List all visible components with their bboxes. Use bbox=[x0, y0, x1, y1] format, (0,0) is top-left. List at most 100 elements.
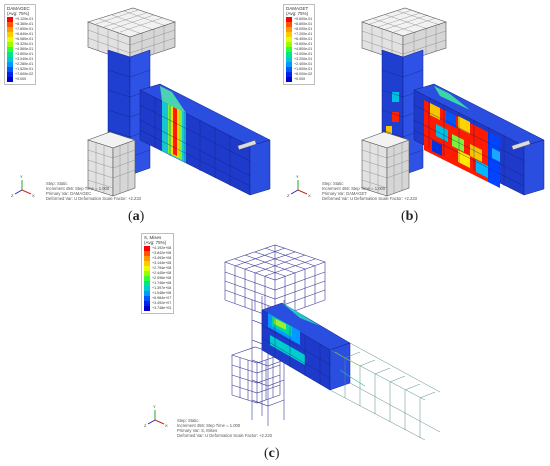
legend-swatch bbox=[144, 306, 150, 311]
info-line: Step: Static bbox=[177, 418, 199, 423]
legend-value: +6.984e+07 bbox=[152, 296, 172, 300]
legend-swatch bbox=[144, 266, 150, 271]
caption-letter: c bbox=[268, 446, 275, 461]
legend-swatch bbox=[286, 77, 292, 82]
legend-swatch bbox=[144, 246, 150, 251]
legend-swatch bbox=[286, 17, 292, 22]
beam-a bbox=[139, 83, 271, 196]
legend-swatch bbox=[7, 17, 13, 22]
contour-legend-a: DAMAGEC (Avg: 75%) +9.120e-01+8.360e-01+… bbox=[4, 4, 37, 85]
legend-swatch bbox=[144, 261, 150, 266]
legend-title-line: S, Mises bbox=[144, 235, 162, 240]
legend-value: +0.000 bbox=[294, 77, 306, 81]
info-line: Increment 456: Step Time = 1.000 bbox=[322, 186, 386, 191]
rebar-cage-top bbox=[224, 244, 326, 319]
legend-value: +8.360e-01 bbox=[15, 22, 34, 26]
legend-swatch bbox=[286, 32, 292, 37]
bottom-block-b bbox=[361, 131, 410, 197]
legend-title-line: (Avg: 75%) bbox=[7, 11, 30, 16]
info-line: Deformed Var: U Deformation Scale Factor… bbox=[322, 196, 417, 201]
beam-b bbox=[413, 83, 545, 196]
legend-swatch bbox=[7, 57, 13, 62]
legend-value: +5.320e-01 bbox=[15, 42, 34, 46]
legend-values-a: +9.120e-01+8.360e-01+7.600e-01+6.840e-01… bbox=[15, 17, 33, 82]
rebar-cage-beam bbox=[329, 342, 441, 441]
legend-swatch bbox=[144, 286, 150, 291]
caption-b: (b) bbox=[401, 209, 419, 224]
legend-swatch bbox=[144, 296, 150, 301]
top-block-b bbox=[361, 7, 447, 63]
caption-c: (c) bbox=[264, 446, 280, 461]
legend-value: +3.493e+08 bbox=[152, 256, 172, 260]
info-line: Primary Var: DAMAGEC bbox=[46, 191, 92, 196]
legend-swatch bbox=[7, 47, 13, 52]
legend-title-a: DAMAGEC (Avg: 75%) bbox=[5, 5, 35, 17]
legend-value: +9.600e-01 bbox=[294, 17, 313, 21]
legend-swatch bbox=[144, 251, 150, 256]
legend-title-line: DAMAGEC bbox=[7, 6, 30, 11]
bottom-block-a bbox=[87, 131, 136, 197]
legend-value: +2.280e-01 bbox=[15, 62, 34, 66]
info-line: Increment 456: Step Time = 1.000 bbox=[46, 186, 110, 191]
axis-label-x: X bbox=[32, 193, 35, 198]
legend-title-line: DAMAGET bbox=[286, 6, 309, 11]
step-info-a: Step: Static Increment 456: Step Time = … bbox=[46, 181, 141, 201]
legend-value: +2.794e+08 bbox=[152, 266, 172, 270]
legend-title-line: (Avg: 75%) bbox=[144, 240, 167, 245]
axis-label-z: Z bbox=[11, 193, 14, 198]
legend-value: +8.000e-01 bbox=[294, 27, 313, 31]
legend-swatch bbox=[286, 42, 292, 47]
legend-value: +7.600e-02 bbox=[15, 72, 34, 76]
legend-value: +3.748e+03 bbox=[152, 306, 172, 310]
axis-label-x: X bbox=[165, 423, 168, 428]
info-line: Step: Static bbox=[322, 181, 344, 186]
legend-swatch bbox=[7, 77, 13, 82]
legend-value: +5.600e-01 bbox=[294, 42, 313, 46]
legend-swatch bbox=[286, 37, 292, 42]
legend-swatch bbox=[144, 301, 150, 306]
legend-value: +7.600e-01 bbox=[15, 27, 34, 31]
legend-value: +3.492e+07 bbox=[152, 301, 172, 305]
legend-value: +2.096e+08 bbox=[152, 276, 172, 280]
legend-swatch bbox=[286, 52, 292, 57]
info-line: Step: Static bbox=[46, 181, 68, 186]
legend-swatch bbox=[144, 291, 150, 296]
axis-label-y: Y bbox=[153, 404, 156, 409]
legend-swatch bbox=[7, 52, 13, 57]
legend-swatch bbox=[144, 281, 150, 286]
caption-letter: a bbox=[132, 209, 140, 224]
step-info-b: Step: Static Increment 456: Step Time = … bbox=[322, 181, 417, 201]
legend-value: +8.000e-02 bbox=[294, 72, 313, 76]
beam-c bbox=[261, 302, 351, 391]
legend-swatches-c bbox=[144, 246, 150, 311]
legend-value: +1.746e+08 bbox=[152, 281, 172, 285]
legend-swatch bbox=[7, 32, 13, 37]
contour-legend-b: DAMAGET (Avg: 75%) +9.600e-01+8.800e-01+… bbox=[283, 4, 316, 85]
legend-value: +1.048e+08 bbox=[152, 291, 172, 295]
legend-value: +7.200e-01 bbox=[294, 32, 313, 36]
legend-swatch bbox=[286, 62, 292, 67]
info-line: Increment 456: Step Time = 1.000 bbox=[177, 423, 241, 428]
legend-value: +4.192e+08 bbox=[152, 246, 172, 250]
axis-label-x: X bbox=[308, 193, 311, 198]
legend-value: +6.840e-01 bbox=[15, 32, 34, 36]
legend-value: +1.600e-01 bbox=[294, 67, 313, 71]
caption-letter: b bbox=[405, 209, 414, 224]
legend-value: +2.445e+08 bbox=[152, 271, 172, 275]
legend-value: +2.400e-01 bbox=[294, 62, 313, 66]
info-line: Deformed Var: U Deformation Scale Factor… bbox=[177, 433, 272, 438]
legend-value: +4.000e-01 bbox=[294, 52, 313, 56]
axis-label-y: Y bbox=[296, 174, 299, 179]
legend-swatch bbox=[286, 22, 292, 27]
legend-swatch bbox=[144, 271, 150, 276]
contour-legend-c: S, Mises (Avg: 75%) +4.192e+08+3.842e+08… bbox=[141, 233, 175, 314]
legend-swatch bbox=[144, 276, 150, 281]
axis-label-y: Y bbox=[20, 174, 23, 179]
legend-title-line: (Avg: 75%) bbox=[286, 11, 309, 16]
legend-swatches-a bbox=[7, 17, 13, 82]
legend-values-c: +4.192e+08+3.842e+08+3.493e+08+3.144e+08… bbox=[152, 246, 171, 311]
legend-value: +9.120e-01 bbox=[15, 17, 34, 21]
